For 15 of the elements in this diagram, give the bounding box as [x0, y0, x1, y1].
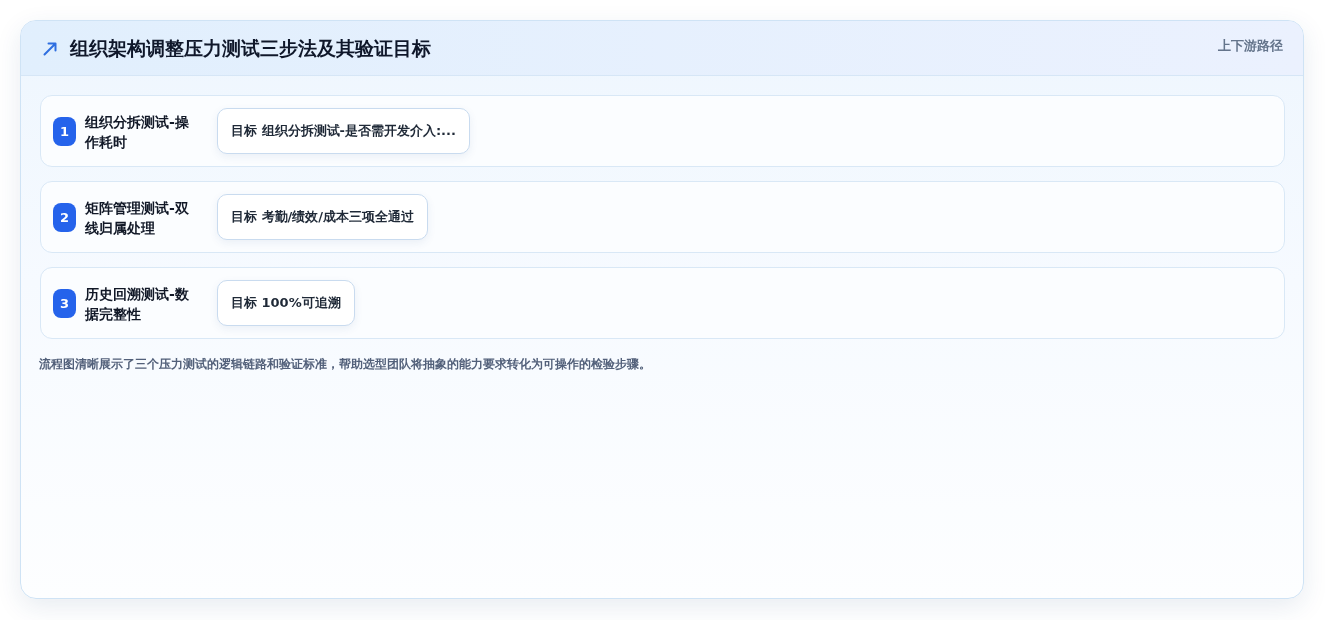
goal-box: 目标 100%可追溯 [217, 280, 355, 326]
goal-box: 目标 考勤/绩效/成本三项全通过 [217, 194, 429, 240]
step-title: 矩阵管理测试-双线归属处理 [85, 199, 190, 238]
step-title: 历史回溯测试-数据完整性 [85, 285, 190, 324]
heading: 组织架构调整压力测试三步法及其验证目标 [70, 36, 431, 60]
step-card [40, 267, 1285, 339]
step-title: 组织分拆测试-操作耗时 [85, 113, 190, 152]
step-card [40, 181, 1285, 253]
caption: 流程图清晰展示了三个压力测试的逻辑链路和验证标准，帮助选型团队将抽象的能力要求转化为可操作的检验步骤。 [39, 356, 651, 373]
step-number: 2 [53, 203, 76, 232]
step-card [40, 95, 1285, 167]
step-number: 3 [53, 289, 76, 318]
goal-box: 目标 组织分拆测试-是否需开发介入:... [217, 108, 470, 154]
step-number: 1 [53, 117, 76, 146]
path-label: 上下游路径 [1218, 37, 1283, 54]
